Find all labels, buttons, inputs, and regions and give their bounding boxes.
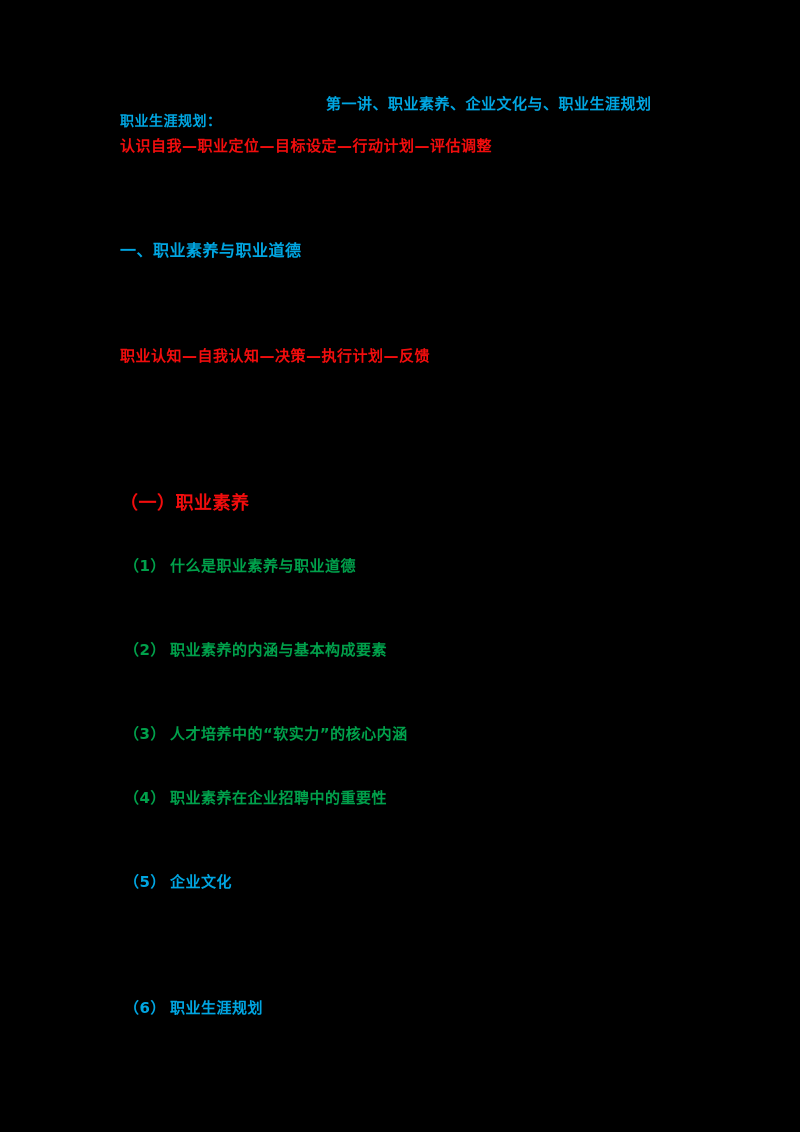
list-item: （5）企业文化 [124,873,232,891]
list-item: （2）职业素养的内涵与基本构成要素 [124,641,387,659]
list-item-marker: （5） [124,873,166,891]
section-heading-professional-ethics: 一、职业素养与职业道德 [120,241,302,260]
list-item-label: 职业素养的内涵与基本构成要素 [169,641,387,659]
list-item-label: 企业文化 [169,873,232,891]
list-item-marker: （1） [124,557,166,575]
list-item-label: 职业素养在企业招聘中的重要性 [169,789,387,807]
list-item: （1）什么是职业素养与职业道德 [124,557,356,575]
list-item: （3）人才培养中的“软实力”的核心内涵 [124,725,408,743]
career-cognition-flow: 职业认知—自我认知—决策—执行计划—反馈 [120,347,431,365]
part-heading-professional-quality: （一）职业素养 [120,493,250,514]
list-item: （4）职业素养在企业招聘中的重要性 [124,789,387,807]
list-item-marker: （6） [124,999,166,1017]
document-title: 第一讲、职业素养、企业文化与、职业生涯规划 [326,95,652,113]
career-planning-flow: 认识自我—职业定位—目标设定—行动计划—评估调整 [120,137,493,155]
document-subtitle: 职业生涯规划： [120,114,222,130]
list-item-label: 什么是职业素养与职业道德 [169,557,356,575]
list-item-marker: （2） [124,641,166,659]
list-item-marker: （4） [124,789,166,807]
list-item-label: 人才培养中的“软实力”的核心内涵 [169,725,408,743]
list-item-label: 职业生涯规划 [169,999,263,1017]
list-item-marker: （3） [124,725,166,743]
list-item: （6）职业生涯规划 [124,999,263,1017]
